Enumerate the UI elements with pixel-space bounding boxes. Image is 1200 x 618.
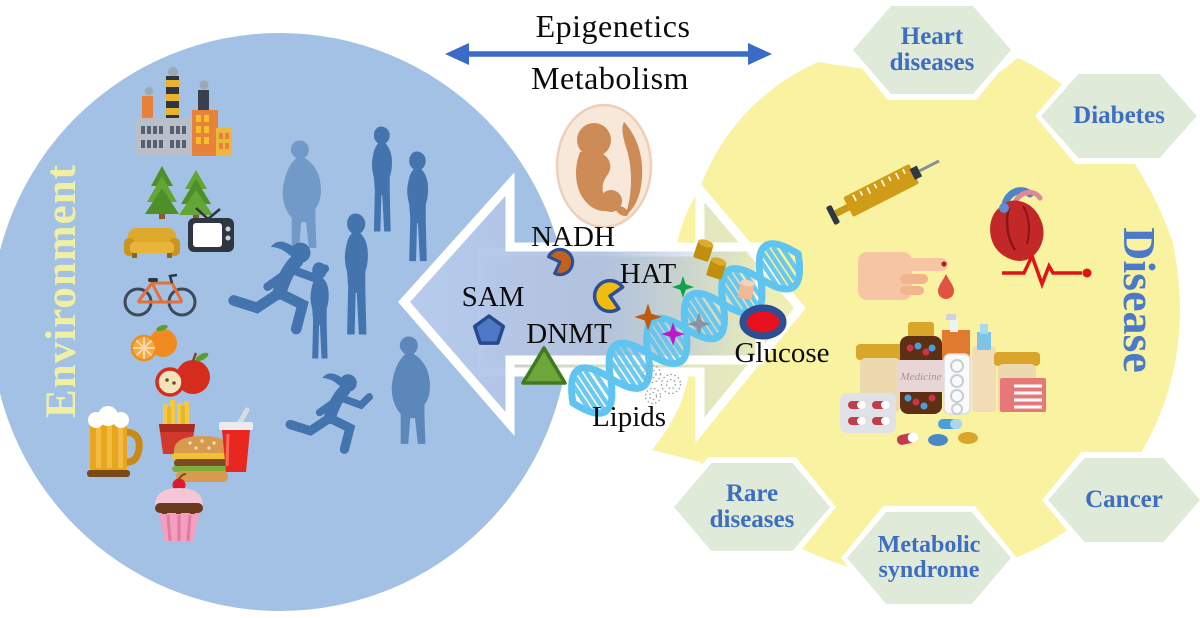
medicine-bottles-icon: Medicine: [856, 314, 1046, 415]
hexagon-label: Cancer: [1085, 485, 1163, 513]
disease-label: Disease: [1114, 227, 1165, 373]
hexagon-label: Metabolic syndrome: [877, 531, 981, 583]
nadh-label: NADH: [531, 221, 615, 253]
dna-marks-group: [634, 239, 755, 346]
hexagon-heart-diseases: Heart diseases: [847, 0, 1017, 100]
disease-icons-group: Medicine: [826, 159, 1092, 446]
fetus-in-womb-icon: [555, 103, 653, 229]
hexagon-cancer: Cancer: [1042, 452, 1200, 548]
bicycle-icon: [123, 273, 197, 317]
sam-label: SAM: [461, 281, 525, 313]
soda-cup-icon: [219, 407, 253, 472]
epigenetics-metabolism-arrow: [445, 43, 772, 65]
burger-icon: [172, 436, 232, 482]
pills-icon: [840, 393, 978, 446]
sam-pentagon-icon: [472, 314, 506, 345]
acetyl-cylinder-icon: [693, 239, 714, 262]
medicine-bottle-label: Medicine: [900, 371, 942, 383]
apples-icon: [155, 352, 210, 397]
lipids-label: Lipids: [591, 401, 667, 433]
glucose-label: Glucose: [734, 337, 830, 369]
syringe-icon: [826, 159, 940, 225]
anatomical-heart-icon: [990, 187, 1044, 261]
hexagon-label: Heart diseases: [889, 22, 975, 76]
metabolite-icons-group: [472, 243, 787, 405]
lipid-particles-icon: [642, 364, 682, 405]
pine-trees-icon: [145, 166, 213, 221]
hexagon-metabolic-syndrome: Metabolic syndrome: [841, 506, 1017, 610]
hexagon-label: Diabetes: [1073, 101, 1165, 129]
dnmt-label: DNMT: [526, 318, 612, 350]
beer-mug-icon: [87, 406, 143, 477]
sofa-icon: [124, 228, 180, 258]
cupcake-icon: [155, 473, 203, 542]
acetyl-cylinder-icon: [706, 257, 727, 280]
hat-label: HAT: [619, 258, 677, 290]
environment-circle: [0, 33, 569, 611]
oranges-icon: [130, 324, 177, 362]
hexagon-diabetes: Diabetes: [1035, 68, 1200, 164]
environment-label: Environment: [38, 164, 85, 418]
factory-icon: [136, 67, 232, 156]
blood-glucose-finger-icon: [858, 252, 954, 300]
dnmt-triangle-icon: [521, 346, 567, 385]
title-metabolism: Metabolism: [531, 60, 689, 96]
disease-blob: [652, 58, 1180, 578]
hexagon-rare-diseases: Rare diseases: [668, 457, 836, 557]
title-epigenetics: Epigenetics: [535, 8, 691, 44]
hexagon-label: Rare diseases: [709, 479, 795, 533]
methyl-cylinder-icon: [738, 279, 755, 300]
environment-icons-group: [87, 67, 253, 542]
glucose-molecule-icon: [739, 304, 787, 340]
ekg-pulse-icon: [1002, 251, 1092, 290]
tv-icon: [188, 207, 234, 252]
